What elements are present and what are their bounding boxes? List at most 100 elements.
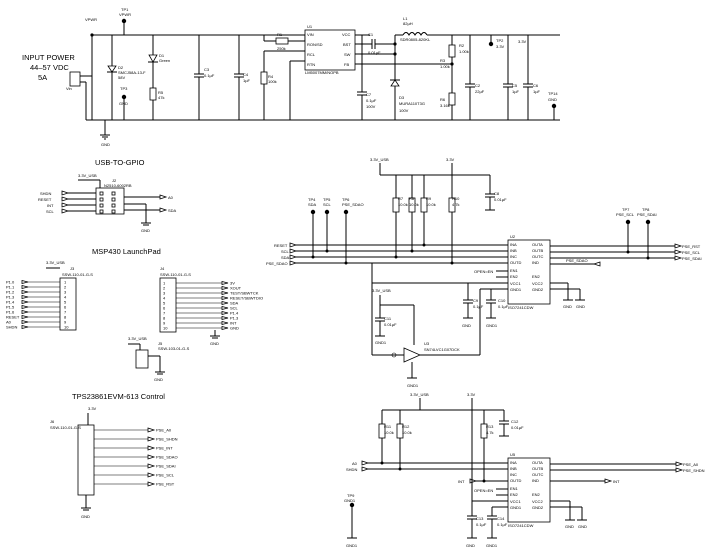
j6-row-flag bbox=[147, 436, 156, 442]
u1-pin-sw: SW bbox=[344, 52, 351, 57]
j4-net-label: INT bbox=[230, 321, 237, 326]
r5-value: 47k bbox=[158, 95, 164, 100]
c14-label: C14 bbox=[497, 516, 505, 521]
u1-pin-fb: FB bbox=[344, 62, 349, 67]
u5-left-pin: INA bbox=[510, 460, 517, 465]
c7-value: 0.1µF bbox=[366, 98, 377, 103]
u2-gnd-left: GND bbox=[462, 323, 471, 328]
j4-net-label: XOUT bbox=[230, 286, 242, 291]
j4-net-label: GND bbox=[230, 326, 239, 331]
j4-net-label: TEST/SBWTCK bbox=[230, 291, 259, 296]
tp6-net: PSE_SDAO bbox=[342, 202, 364, 207]
tp5-label: TP5 bbox=[323, 197, 331, 202]
u2-out-psescl: PSE_SCL bbox=[682, 250, 701, 255]
usb-net-reset: RESET bbox=[38, 197, 52, 202]
u2-right-pin: GND2 bbox=[532, 287, 544, 292]
j5-part: SSW-103-01-G-S bbox=[158, 346, 190, 351]
u2-left-pin: GND1 bbox=[510, 287, 522, 292]
j3-pin-number: 9 bbox=[64, 320, 67, 325]
c1-label: C1 bbox=[368, 32, 374, 37]
u1-pin-vcc: VCC bbox=[342, 32, 351, 37]
r13-value: 4.7k bbox=[486, 430, 494, 435]
tps-control-section: TPS23861EVM-613 Control 3.3V J6 SSW-110-… bbox=[50, 392, 178, 519]
j3-net-label: P1.1 bbox=[6, 285, 15, 290]
j4-net-label: P1.3 bbox=[230, 316, 239, 321]
u5-right-pin: OUTC bbox=[532, 472, 543, 477]
j3-net-label: SHDN bbox=[6, 325, 17, 330]
c13-label: C13 bbox=[476, 516, 484, 521]
r3-value: 1.00k bbox=[440, 64, 450, 69]
j6-net-label: PSE_INT bbox=[156, 446, 173, 451]
net-3v3-label: 3.3V bbox=[518, 39, 527, 44]
r11-label: R11 bbox=[384, 424, 392, 429]
j4-label: J4 bbox=[160, 266, 165, 271]
r6-label: R6 bbox=[440, 97, 446, 102]
j4-pin-number: 3 bbox=[163, 291, 166, 296]
u1-pin-rcl: RCL bbox=[307, 52, 316, 57]
d1-led bbox=[148, 54, 158, 63]
tp3-label: TP3 bbox=[120, 86, 128, 91]
r9-label: R9 bbox=[426, 196, 432, 201]
c5-value: 1µF bbox=[512, 89, 520, 94]
j6-net-label: PSE_SDAO bbox=[156, 455, 178, 460]
j3-net-label: P1.4 bbox=[6, 300, 15, 305]
i2c-in-scl: SCL bbox=[281, 249, 290, 254]
u3-rail: 3.3V_USB bbox=[372, 288, 391, 293]
usb-net-sda: SDA bbox=[168, 208, 177, 213]
j3-pin-number: 6 bbox=[64, 305, 67, 310]
j3-row-flag bbox=[21, 319, 29, 325]
r1-resistor bbox=[275, 37, 289, 45]
i2c-in-reset: RESET bbox=[274, 243, 288, 248]
u2-label: U2 bbox=[510, 234, 516, 239]
u2-right-pin: OUTB bbox=[532, 248, 543, 253]
u2-left-pin: OUTD bbox=[510, 260, 521, 265]
j3-rail: 3.3V_USB bbox=[46, 260, 65, 265]
j3-pin-number: 5 bbox=[64, 300, 67, 305]
j4-row-flag bbox=[221, 325, 229, 331]
u5-out-pse-a0: PSE_A0 bbox=[683, 462, 699, 467]
r9-value: 10.0k bbox=[426, 202, 436, 207]
tp5-net: SCL bbox=[323, 202, 332, 207]
c8-label: C8 bbox=[494, 191, 500, 196]
j3-row-flag bbox=[21, 304, 29, 310]
j6-rows: PSE_A0PSE_SHDNPSE_INTPSE_SDAOPSE_SDAIPSE… bbox=[94, 427, 178, 487]
u5-left-pin: OUTD bbox=[510, 478, 521, 483]
u5-part: ISO7241CDW bbox=[508, 523, 534, 528]
u2-right-gnd2: GND bbox=[576, 304, 585, 309]
d1-label: D1 bbox=[159, 53, 165, 58]
j4-row-flag bbox=[221, 295, 229, 301]
j3-row-flag bbox=[21, 314, 29, 320]
j2-pins bbox=[99, 191, 116, 214]
c11-value: 0.01µF bbox=[384, 322, 397, 327]
tp2-net: 3.3V bbox=[496, 44, 505, 49]
u5-right-gnd: GND bbox=[565, 524, 574, 529]
j3-row-flag bbox=[21, 279, 29, 285]
r12-label: R12 bbox=[402, 424, 410, 429]
u1-part: LM5007MM/NOPB bbox=[305, 70, 339, 75]
j4-row-flag bbox=[221, 320, 229, 326]
j3-pin-number: 3 bbox=[64, 290, 67, 295]
j4-pin-number: 4 bbox=[163, 296, 166, 301]
r2-label: R2 bbox=[459, 43, 465, 48]
c12-label: C12 bbox=[511, 419, 519, 424]
c14-value: 0.1µF bbox=[497, 522, 508, 527]
u5-left-pin: GND1 bbox=[510, 505, 522, 510]
l1-value: 82µH bbox=[403, 21, 413, 26]
j6-net-label: PSE_RST bbox=[156, 482, 175, 487]
j6-net-label: PSE_A0 bbox=[156, 428, 172, 433]
c9-value: 0.1µF bbox=[473, 304, 484, 309]
u5-left-pin: VCC1 bbox=[510, 499, 521, 504]
j4-row-flag bbox=[221, 310, 229, 316]
i2c-rail-usb: 3.3V_USB bbox=[370, 157, 389, 162]
u2-right-pin: VCC2 bbox=[532, 281, 543, 286]
j6-row-flag bbox=[147, 472, 156, 478]
j5-label: J5 bbox=[158, 341, 163, 346]
c11-label: C11 bbox=[384, 316, 392, 321]
vpwr-label: VPWR bbox=[85, 17, 97, 22]
l1-label: L1 bbox=[403, 16, 408, 21]
u5-left-pin: EN2 bbox=[510, 492, 519, 497]
r1-label: R1 bbox=[277, 32, 283, 37]
j6-net-label: PSE_SHDN bbox=[156, 437, 178, 442]
j4-header bbox=[159, 277, 177, 333]
